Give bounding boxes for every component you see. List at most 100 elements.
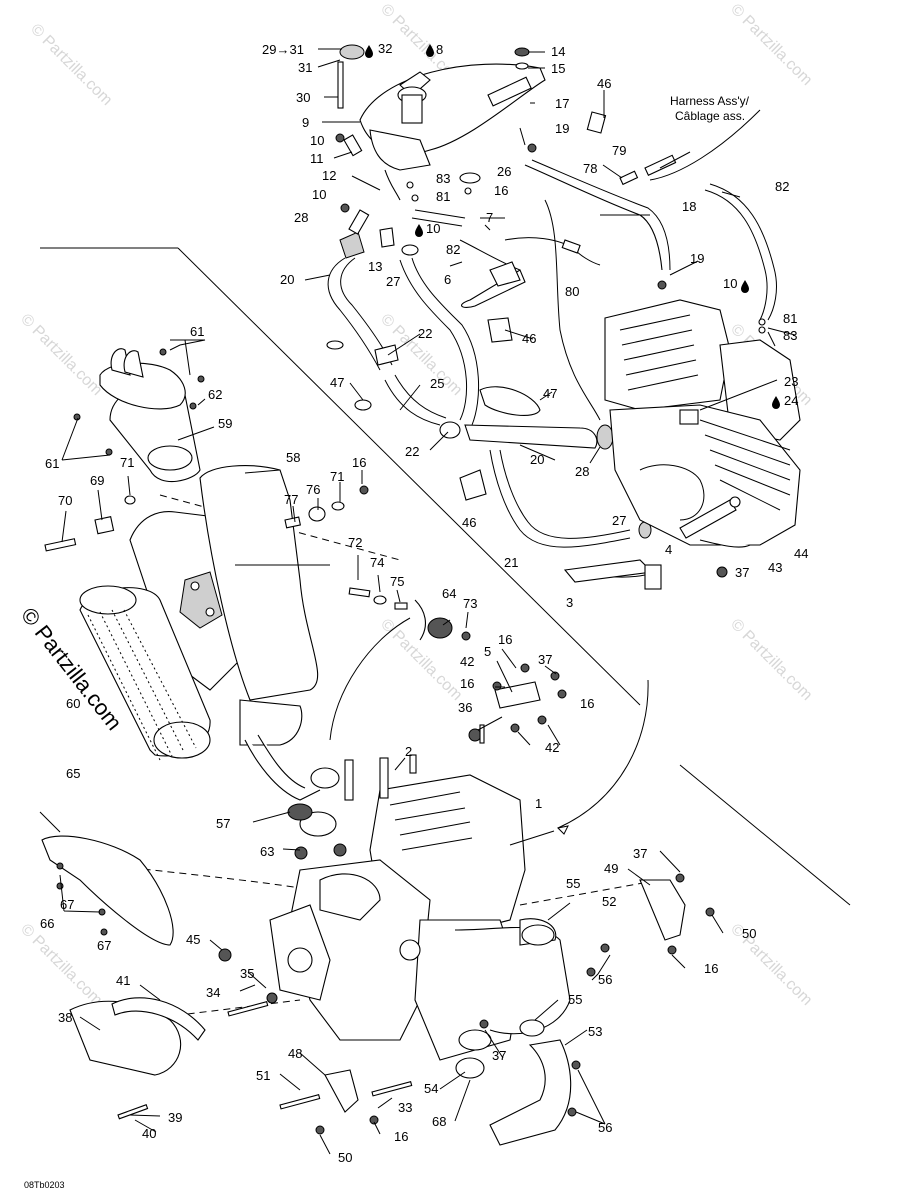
- callout-46b: 46: [522, 331, 536, 346]
- callout-28a: 28: [294, 210, 308, 225]
- engine-assembly: [563, 299, 801, 590]
- callout-labels: 29→31 31 32 8 14 15 30 17 9 19 46 Harnes…: [24, 41, 808, 1190]
- callout-2: 2: [405, 744, 412, 759]
- callout-33: 33: [398, 1100, 412, 1115]
- callout-22a: 22: [418, 326, 432, 341]
- callout-16d: 16: [460, 676, 474, 691]
- callout-64: 64: [442, 586, 456, 601]
- callout-37a: 37: [735, 565, 749, 580]
- callout-3: 3: [566, 595, 573, 610]
- callout-78: 78: [583, 161, 597, 176]
- callout-76: 76: [306, 482, 320, 497]
- callout-16b: 16: [352, 455, 366, 470]
- callout-56a: 56: [598, 972, 612, 987]
- callout-47a: 47: [330, 375, 344, 390]
- callout-16c: 16: [498, 632, 512, 647]
- callout-16a: 16: [494, 183, 508, 198]
- callout-71a: 71: [120, 455, 134, 470]
- callout-10a: 10: [310, 133, 324, 148]
- callout-34: 34: [206, 985, 220, 1000]
- coolant-reservoir: [337, 44, 546, 201]
- callout-50a: 50: [742, 926, 756, 941]
- callout-35: 35: [240, 966, 254, 981]
- callout-36: 36: [458, 700, 472, 715]
- callout-82b: 82: [446, 242, 460, 257]
- callout-45: 45: [186, 932, 200, 947]
- callout-58: 58: [286, 450, 300, 465]
- callout-59: 59: [218, 416, 232, 431]
- watermark-text: © Partzilla.com: [27, 21, 115, 109]
- callout-63: 63: [260, 844, 274, 859]
- callout-55b: 55: [568, 992, 582, 1007]
- callout-50b: 50: [338, 1150, 352, 1165]
- lubricant-symbols: [365, 44, 780, 409]
- callout-31: 31: [298, 60, 312, 75]
- callout-71b: 71: [330, 469, 344, 484]
- callout-49: 49: [604, 861, 618, 876]
- callout-15: 15: [551, 61, 565, 76]
- callout-67a: 67: [60, 897, 74, 912]
- callout-70: 70: [58, 493, 72, 508]
- callout-65: 65: [66, 766, 80, 781]
- callout-67b: 67: [97, 938, 111, 953]
- oil-drop-icon: [426, 44, 434, 57]
- callout-46a: 46: [597, 76, 611, 91]
- harness-note-line-1: Harness Ass'y/: [670, 94, 750, 108]
- callout-10c: 10: [426, 221, 440, 236]
- callout-10d: 10: [723, 276, 737, 291]
- callout-83b: 83: [783, 328, 797, 343]
- leader-lines: [39, 48, 796, 1155]
- callout-27a: 27: [386, 274, 400, 289]
- callout-60: 60: [66, 696, 80, 711]
- callout-61b: 61: [45, 456, 59, 471]
- callout-41: 41: [116, 973, 130, 988]
- harness-connectors: [461, 109, 761, 309]
- callout-28b: 28: [575, 464, 589, 479]
- callout-46c: 46: [462, 515, 476, 530]
- callout-47b: 47: [543, 386, 557, 401]
- watermark-text: © Partzilla.com: [727, 921, 815, 1009]
- callout-69: 69: [90, 473, 104, 488]
- callout-20b: 20: [530, 452, 544, 467]
- callout-55a: 55: [566, 876, 580, 891]
- callout-54: 54: [424, 1081, 438, 1096]
- watermark-text: © Partzilla.com: [17, 311, 105, 399]
- callout-22b: 22: [405, 444, 419, 459]
- harness-note-line-2: Câblage ass.: [675, 109, 745, 123]
- callout-40: 40: [142, 1126, 156, 1141]
- callout-21: 21: [504, 555, 518, 570]
- callout-32: 32: [378, 41, 392, 56]
- top-hardware: [326, 111, 766, 539]
- callout-29-31: 29→31: [262, 42, 304, 57]
- callout-26: 26: [497, 164, 511, 179]
- callout-39: 39: [168, 1110, 182, 1125]
- callout-75: 75: [390, 574, 404, 589]
- callout-74: 74: [370, 555, 384, 570]
- callout-30: 30: [296, 90, 310, 105]
- callout-18: 18: [682, 199, 696, 214]
- callout-14: 14: [551, 44, 565, 59]
- callout-43: 43: [768, 560, 782, 575]
- callout-8: 8: [436, 42, 443, 57]
- callout-42b: 42: [545, 740, 559, 755]
- callout-38: 38: [58, 1010, 72, 1025]
- oil-drop-icon: [415, 224, 423, 237]
- oil-drop-icon: [741, 280, 749, 293]
- callout-16f: 16: [704, 961, 718, 976]
- callout-77: 77: [284, 492, 298, 507]
- callout-68: 68: [432, 1114, 446, 1129]
- callout-48: 48: [288, 1046, 302, 1061]
- callout-57: 57: [216, 816, 230, 831]
- callout-11: 11: [310, 151, 324, 166]
- callout-37c: 37: [633, 846, 647, 861]
- section-lines: [40, 247, 851, 1021]
- callout-16g: 16: [394, 1129, 408, 1144]
- callout-19b: 19: [690, 251, 704, 266]
- callout-7: 7: [486, 210, 493, 225]
- callout-19a: 19: [555, 121, 569, 136]
- callout-9: 9: [302, 115, 309, 130]
- coolant-hoses: [327, 159, 777, 578]
- callout-82a: 82: [775, 179, 789, 194]
- watermark-text: © Partzilla.com: [727, 616, 815, 704]
